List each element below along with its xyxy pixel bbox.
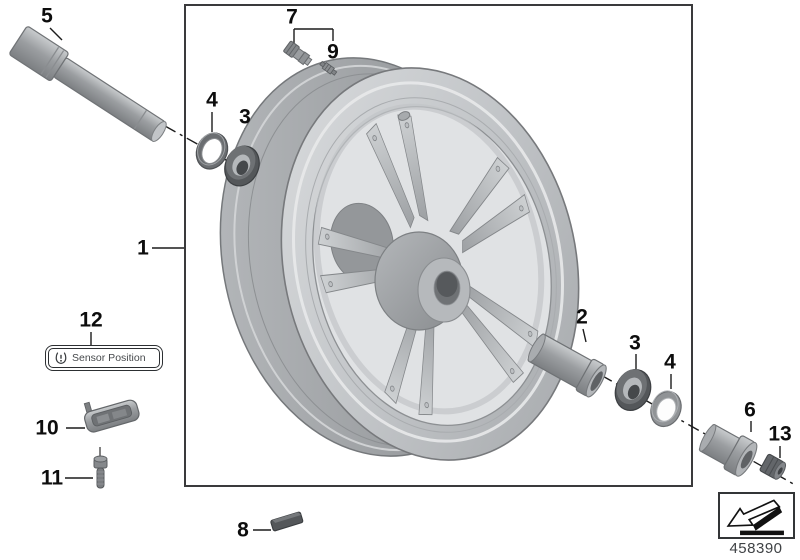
callout-7[interactable]: 7 bbox=[286, 5, 298, 29]
washer-right-illustration bbox=[650, 390, 682, 428]
valve-illustration bbox=[283, 40, 313, 66]
callout-9[interactable]: 9 bbox=[327, 40, 339, 64]
sensor-position-text: Sensor Position bbox=[72, 351, 146, 364]
sensor-position-label-inner: Sensor Position bbox=[48, 348, 160, 368]
sensor-position-label: Sensor Position bbox=[45, 345, 163, 371]
callout-1[interactable]: 1 bbox=[137, 236, 149, 260]
callout-13[interactable]: 13 bbox=[768, 422, 792, 446]
axle-illustration bbox=[9, 26, 167, 142]
callout-10[interactable]: 10 bbox=[35, 416, 59, 440]
tpms-warning-icon bbox=[55, 352, 67, 364]
callout-8[interactable]: 8 bbox=[237, 518, 249, 542]
callout-12[interactable]: 12 bbox=[79, 308, 103, 332]
drawing-number: 458390 bbox=[729, 540, 783, 557]
callout-5[interactable]: 5 bbox=[41, 4, 53, 28]
spacer-sleeve-illustration bbox=[527, 333, 607, 398]
weight-illustration bbox=[270, 511, 304, 532]
callout-3-right[interactable]: 3 bbox=[629, 331, 641, 355]
bearing-left-illustration bbox=[224, 145, 260, 187]
bearing-right-illustration bbox=[614, 369, 652, 411]
diagram-frame bbox=[184, 4, 693, 487]
callout-2[interactable]: 2 bbox=[576, 305, 588, 329]
callout-11[interactable]: 11 bbox=[40, 466, 64, 490]
callout-3-left[interactable]: 3 bbox=[239, 105, 251, 129]
nut-illustration bbox=[759, 453, 787, 480]
direction-arrow-box bbox=[718, 492, 795, 539]
direction-arrow-icon bbox=[726, 499, 784, 536]
callout-4-left[interactable]: 4 bbox=[206, 88, 218, 112]
callout-6[interactable]: 6 bbox=[744, 398, 756, 422]
bushing-illustration bbox=[698, 423, 758, 477]
valve-core-illustration bbox=[319, 60, 338, 76]
wheel-illustration bbox=[219, 57, 580, 461]
callout-4-right[interactable]: 4 bbox=[664, 350, 676, 374]
sensor-illustration bbox=[83, 399, 140, 433]
screw-illustration bbox=[93, 455, 108, 489]
washer-left-illustration bbox=[195, 132, 229, 170]
